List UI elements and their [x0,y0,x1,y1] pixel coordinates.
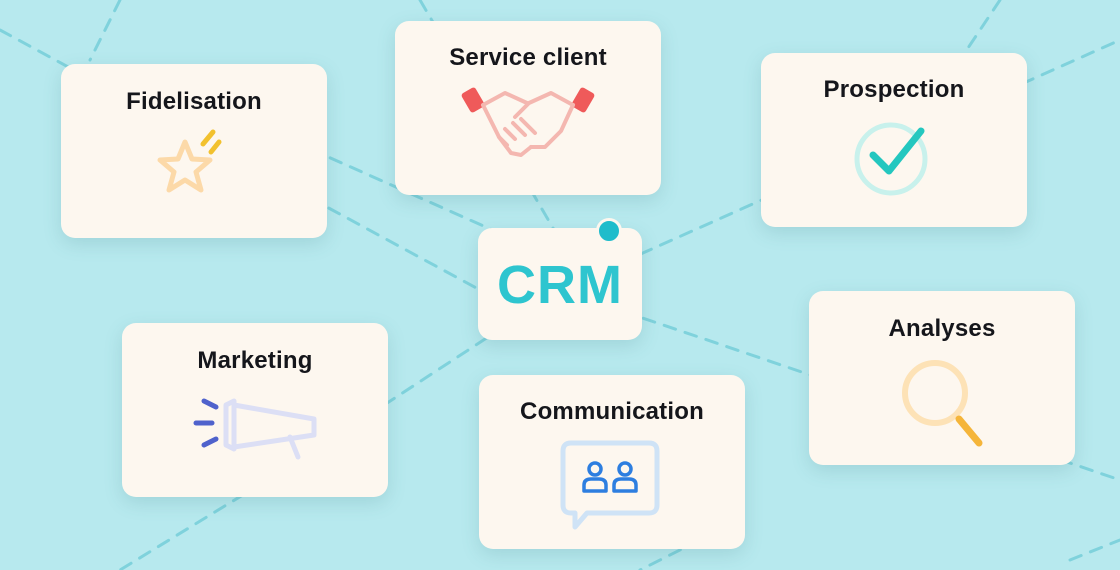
card-marketing: Marketing [122,323,388,497]
card-title-analyses: Analyses [888,315,996,342]
card-title-prospection: Prospection [823,76,965,103]
crm-label: CRM [497,255,623,315]
crm-dot [596,218,622,244]
check-circle-icon [854,122,928,196]
card-service-client: Service client [395,21,661,195]
megaphone-icon [193,398,317,460]
handshake-icon [461,87,595,157]
card-title-communication: Communication [520,398,704,425]
card-title-fidelisation: Fidelisation [126,88,262,115]
card-analyses: Analyses [809,291,1075,465]
star-icon [157,129,222,193]
card-title-service-client: Service client [449,44,607,71]
crm-center-card: CRM [478,218,642,340]
card-prospection: Prospection [761,53,1027,227]
chat-users-icon [560,440,660,530]
magnifier-icon [902,360,983,447]
card-title-marketing: Marketing [197,347,313,374]
card-communication: Communication [479,375,745,549]
card-fidelisation: Fidelisation [61,64,327,238]
